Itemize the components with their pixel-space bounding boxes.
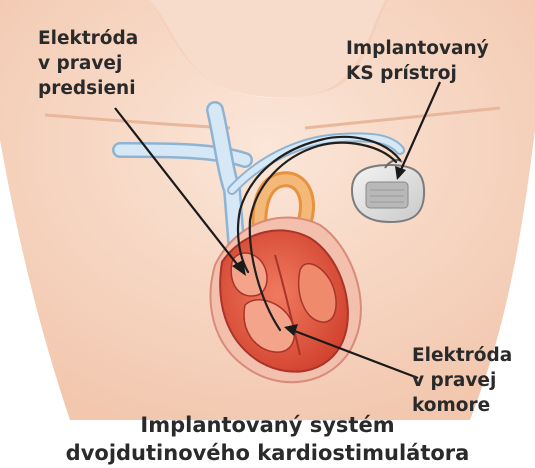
caption-line-1: Implantovaný systém <box>0 411 535 439</box>
label-atrial-lead-line-1: Elektróda <box>38 26 138 51</box>
label-device-line-2: KS prístroj <box>346 61 489 86</box>
label-atrial-lead: Elektróda v pravej predsieni <box>38 26 138 101</box>
label-ventricular-lead-line-1: Elektróda <box>412 343 512 368</box>
label-device-line-1: Implantovaný <box>346 36 489 61</box>
caption-line-2: dvojdutinového kardiostimulátora <box>0 439 535 467</box>
label-ventricular-lead-line-2: v pravej <box>412 368 512 393</box>
label-device: Implantovaný KS prístroj <box>346 36 489 86</box>
label-atrial-lead-line-2: v pravej <box>38 51 138 76</box>
label-ventricular-lead: Elektróda v pravej komore <box>412 343 512 418</box>
label-atrial-lead-line-3: predsieni <box>38 76 138 101</box>
pacemaker-device <box>352 160 424 222</box>
diagram-caption: Implantovaný systém dvojdutinového kardi… <box>0 411 535 467</box>
